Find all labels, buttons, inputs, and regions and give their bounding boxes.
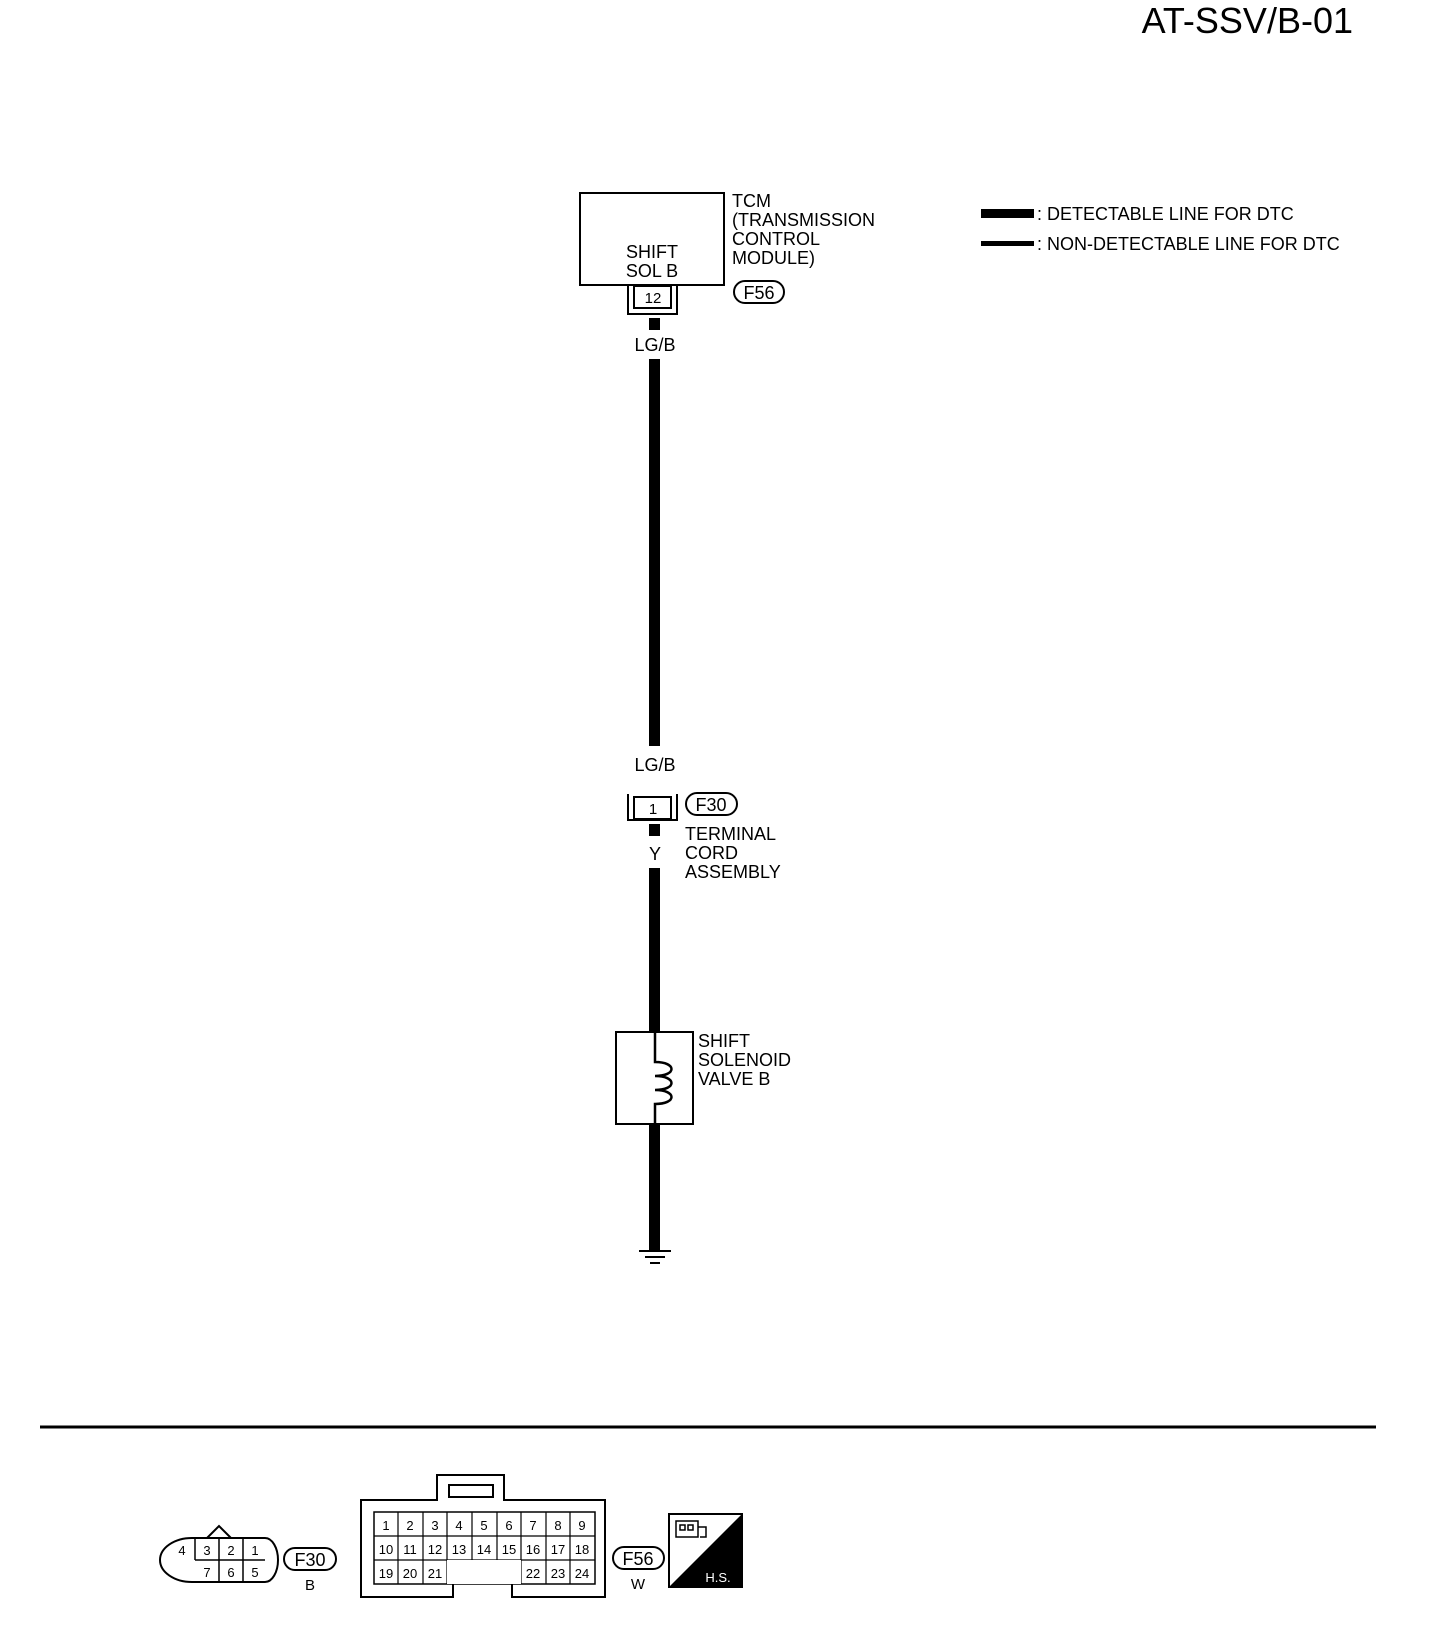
connector-f56-cavity: 17 <box>551 1542 565 1557</box>
solenoid-name: SOLENOID <box>698 1050 791 1070</box>
connector-f56-latch <box>448 1484 494 1498</box>
connector-f56-cavity: 4 <box>455 1518 462 1533</box>
tcm-name-label: CONTROL <box>732 229 820 249</box>
shift-solenoid-valve: SHIFT SOLENOID VALVE B <box>615 1031 791 1125</box>
connector-f56-color: W <box>631 1576 646 1593</box>
connector-f30-id: F30 <box>294 1550 325 1570</box>
wire-segment-short <box>649 824 660 836</box>
wire-color-label-top: LG/B <box>634 335 675 355</box>
connector-f56-cavity: 11 <box>403 1542 417 1557</box>
connector-f30-key <box>206 1524 232 1539</box>
connector-f30-cavity: 6 <box>227 1565 234 1580</box>
wire-segment-ground <box>649 1124 660 1250</box>
harness-side-icon: H.S. <box>668 1513 743 1588</box>
legend-detectable-label: : DETECTABLE LINE FOR DTC <box>1037 204 1294 224</box>
wire-color-label-lower: Y <box>649 844 661 864</box>
connector-f30-cavity: 4 <box>178 1543 185 1558</box>
connector-f56-cavity: 13 <box>452 1542 466 1557</box>
connector-f56-cavity: 21 <box>428 1566 442 1581</box>
connector-hand-icon <box>675 1520 707 1538</box>
connector-f56-cavity: 19 <box>379 1566 393 1581</box>
wire-segment-upper <box>649 318 660 330</box>
page-code: AT-SSV/B-01 <box>1142 0 1353 41</box>
connector-f56-cavity: 23 <box>551 1566 565 1581</box>
connector-f56-cavity: 3 <box>431 1518 438 1533</box>
tcm-name-label: TCM <box>732 191 771 211</box>
connector-f30-cavity: 1 <box>251 1543 258 1558</box>
hs-label: H.S. <box>705 1570 730 1585</box>
terminal-cord-name: ASSEMBLY <box>685 862 781 882</box>
tcm-name-label: (TRANSMISSION <box>732 210 875 230</box>
legend-non-detectable-label: : NON-DETECTABLE LINE FOR DTC <box>1037 234 1340 254</box>
connector-f56-cavity: 12 <box>428 1542 442 1557</box>
connector-f56-face: 1 2 3 4 5 6 7 8 9 10 11 12 13 14 15 16 1… <box>360 1474 665 1598</box>
solenoid-name: SHIFT <box>698 1031 750 1051</box>
terminal-cord-name: CORD <box>685 843 738 863</box>
connector-f56-cavity: 5 <box>480 1518 487 1533</box>
connector-f56-cavity: 9 <box>578 1518 585 1533</box>
legend: : DETECTABLE LINE FOR DTC : NON-DETECTAB… <box>981 204 1340 254</box>
connector-f56-cavity: 14 <box>477 1542 491 1557</box>
connector-f56-cavity: 8 <box>554 1518 561 1533</box>
tcm-terminal-label: SHIFT <box>626 242 678 262</box>
connector-f30-face: 4 3 2 1 7 6 5 F30 B <box>159 1524 337 1594</box>
connector-f30-cavity: 3 <box>203 1543 210 1558</box>
connector-f56-id: F56 <box>622 1549 653 1569</box>
wire-segment-main <box>649 359 660 746</box>
tcm-module: SHIFT SOL B TCM (TRANSMISSION CONTROL MO… <box>579 191 875 315</box>
wire-color-label-mid: LG/B <box>634 755 675 775</box>
terminal-cord-connector-id: F30 <box>695 795 726 815</box>
connector-f30-cavity: 5 <box>251 1565 258 1580</box>
connector-f56-cavity: 2 <box>406 1518 413 1533</box>
tcm-name-label: MODULE) <box>732 248 815 268</box>
hs-diagonal-fill <box>669 1514 742 1587</box>
legend-thin-line <box>981 241 1034 246</box>
terminal-cord-name: TERMINAL <box>685 824 776 844</box>
connector-f30-cavity: 2 <box>227 1543 234 1558</box>
tcm-pin-number: 12 <box>645 290 662 307</box>
connector-f56-cavity: 16 <box>526 1542 540 1557</box>
solenoid-name: VALVE B <box>698 1069 770 1089</box>
connector-f30-cell-dividers <box>194 1538 244 1582</box>
terminal-cord-pin-box <box>633 796 672 820</box>
tcm-terminal-bracket <box>627 286 678 315</box>
connector-f56-cavity: 1 <box>382 1518 389 1533</box>
terminal-cord-connector-tag <box>685 792 738 816</box>
connector-f56-cavity: 20 <box>403 1566 417 1581</box>
tcm-pin-box <box>633 285 672 309</box>
connector-f56-tag <box>612 1546 665 1570</box>
connector-f30-cavity: 7 <box>203 1565 210 1580</box>
connector-f56-cavity: 22 <box>526 1566 540 1581</box>
connector-f56-cavity: 15 <box>502 1542 516 1557</box>
terminal-cord-assembly: 1 F30 TERMINAL CORD ASSEMBLY <box>627 792 781 882</box>
solenoid-coil-icon <box>653 1032 673 1124</box>
connector-f56-cavity: 7 <box>529 1518 536 1533</box>
connector-f56-cavity: 24 <box>575 1566 589 1581</box>
wire-segment-lower <box>649 868 660 1032</box>
legend-thick-line <box>981 209 1034 218</box>
connector-f30-tag <box>283 1547 337 1571</box>
connector-f56-cavity: 18 <box>575 1542 589 1557</box>
connector-f56-cavity: 10 <box>379 1542 393 1557</box>
connector-f56-cavity: 6 <box>505 1518 512 1533</box>
ground-icon <box>639 1250 671 1264</box>
connector-f30-color: B <box>305 1577 315 1594</box>
tcm-connector-tag <box>733 280 785 304</box>
terminal-cord-pin-number: 1 <box>649 801 657 818</box>
connector-f56-blank-slot <box>447 1560 521 1584</box>
tcm-terminal-label: SOL B <box>626 261 678 281</box>
tcm-connector-id: F56 <box>743 283 774 303</box>
